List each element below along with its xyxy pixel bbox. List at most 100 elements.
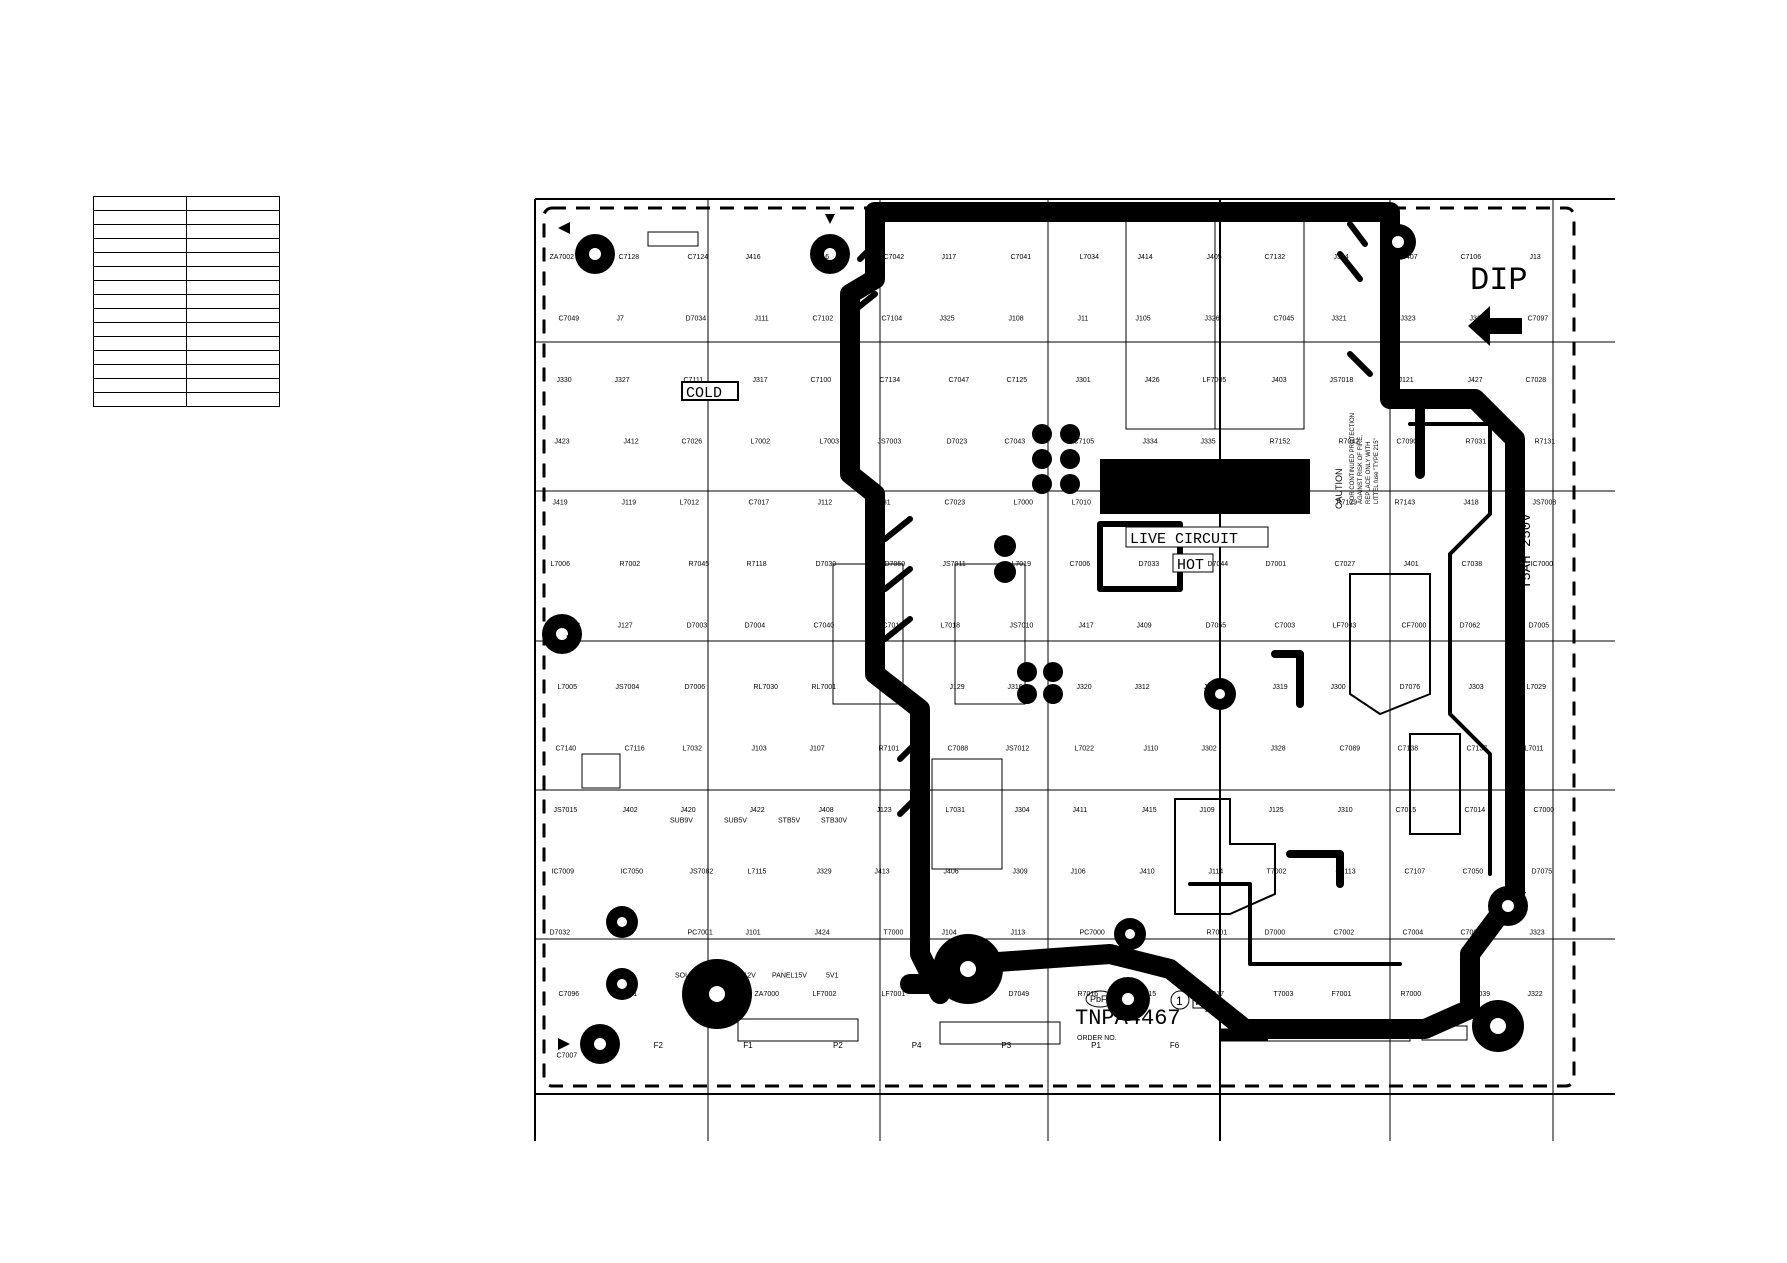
component-label: J412 <box>624 438 639 445</box>
component-label: D7003 <box>687 623 708 630</box>
component-label: ZA7002 <box>550 254 575 261</box>
component-label: J104 <box>942 930 957 937</box>
connector-label: F6 <box>1170 1041 1180 1050</box>
component-label: J424 <box>815 930 830 937</box>
connector-label: P4 <box>912 1041 922 1050</box>
live-circuit-label: LIVE CIRCUIT <box>1130 531 1238 548</box>
component-label: C7125 <box>1007 377 1028 384</box>
component-label: C7038 <box>1462 561 1483 568</box>
mounting-hole-bottom-mid <box>682 959 752 1029</box>
pad-r7101 <box>606 968 638 1000</box>
component-label: R7041 <box>1210 500 1231 507</box>
component-label: J114 <box>1209 868 1224 875</box>
component-label: JS7010 <box>1010 623 1034 630</box>
side-mark-p: P <box>1195 992 1204 1008</box>
component-label: D7004 <box>745 623 766 630</box>
component-label: C7128 <box>619 254 640 261</box>
component-label: J312 <box>1135 684 1150 691</box>
power-pad-cluster <box>994 424 1080 704</box>
component-label: J109 <box>1200 807 1215 814</box>
component-label: L7012 <box>680 500 700 507</box>
component-label: D7006 <box>685 684 706 691</box>
index-table-row <box>93 196 280 211</box>
component-label: T7003 <box>1274 991 1294 998</box>
component-label: RL7001 <box>812 684 837 691</box>
bridge-rectifier-area <box>1174 573 1461 915</box>
component-label: J409 <box>1137 623 1152 630</box>
component-label: J414 <box>1138 254 1153 261</box>
component-label: L7002 <box>751 438 771 445</box>
component-label: LF7005 <box>1203 377 1227 384</box>
component-label: D7033 <box>1139 561 1160 568</box>
net-label: 5V1 <box>826 973 839 980</box>
component-label: J119 <box>622 500 637 507</box>
index-table-cell <box>186 266 280 281</box>
index-table-cell <box>186 252 280 267</box>
index-table-cell <box>93 210 187 225</box>
component-label: R7001 <box>1207 930 1228 937</box>
component-label: J7 <box>617 315 625 322</box>
component-label: J323 <box>1401 315 1416 322</box>
index-table-row <box>93 266 280 281</box>
pbf-oval <box>1085 990 1115 1008</box>
copper-fills <box>1100 459 1310 514</box>
component-label: J317 <box>753 377 768 384</box>
component-label: J325 <box>940 315 955 322</box>
index-table-cell <box>93 280 187 295</box>
connector-label: P1 <box>1091 1041 1101 1050</box>
component-label: J420 <box>681 807 696 814</box>
component-label: D7032 <box>550 930 571 937</box>
copper-traces <box>840 202 1525 1039</box>
component-label: J329 <box>817 868 832 875</box>
index-table-cell <box>186 224 280 239</box>
component-label: C7050 <box>1463 868 1484 875</box>
component-label: C7089 <box>1340 745 1361 752</box>
component-label: IC7000 <box>1531 561 1554 568</box>
index-table-cell <box>93 392 187 407</box>
mounting-hole-top-left <box>575 234 615 274</box>
component-label: D7062 <box>1460 623 1481 630</box>
dip-arrow-icon <box>1468 306 1522 346</box>
component-label: J9 <box>1138 930 1146 937</box>
cold-badge <box>681 381 739 401</box>
index-table-cell <box>93 224 187 239</box>
component-label: C7003 <box>1275 623 1296 630</box>
component-label: J426 <box>1145 377 1160 384</box>
component-label: J125 <box>1269 807 1284 814</box>
mounting-hole-bottom-3 <box>933 934 1003 1004</box>
component-label: C7102 <box>813 315 834 322</box>
net-label: PANEL15V <box>772 973 807 980</box>
component-label: L7032 <box>683 745 703 752</box>
component-label: C7097 <box>1528 315 1549 322</box>
component-label: J422 <box>750 807 765 814</box>
component-label: C7023 <box>945 500 966 507</box>
live-circuit-badge <box>1125 526 1269 548</box>
component-label: C7027 <box>1335 561 1356 568</box>
component-label: C7047 <box>949 377 970 384</box>
index-table-cell <box>93 294 187 309</box>
component-label: J121 <box>1399 377 1414 384</box>
fuse-rating-label: T5AH 250V <box>1519 513 1535 589</box>
component-label: J405 <box>1207 254 1222 261</box>
component-label: R7031 <box>1466 438 1487 445</box>
component-label: J112 <box>818 500 833 507</box>
component-label: J108 <box>1009 315 1024 322</box>
component-label: D7001 <box>1266 561 1287 568</box>
component-label: C7111 <box>684 377 704 384</box>
component-label: R7118 <box>747 561 767 568</box>
component-label: J304 <box>1015 807 1030 814</box>
component-label: J302 <box>1202 745 1217 752</box>
component-label: R7002 <box>620 561 641 568</box>
component-label: J106 <box>1071 868 1086 875</box>
order-box-fill <box>1220 1029 1268 1041</box>
component-label: C7017 <box>749 500 770 507</box>
component-label: C7113 <box>1336 868 1356 875</box>
hot-badge <box>1172 553 1214 573</box>
component-label: C7015 <box>1396 807 1417 814</box>
component-label: C7116 <box>625 745 645 752</box>
component-label: C7007 <box>557 1053 578 1060</box>
component-label: J410 <box>1140 868 1155 875</box>
component-label: C7000 <box>1534 807 1555 814</box>
